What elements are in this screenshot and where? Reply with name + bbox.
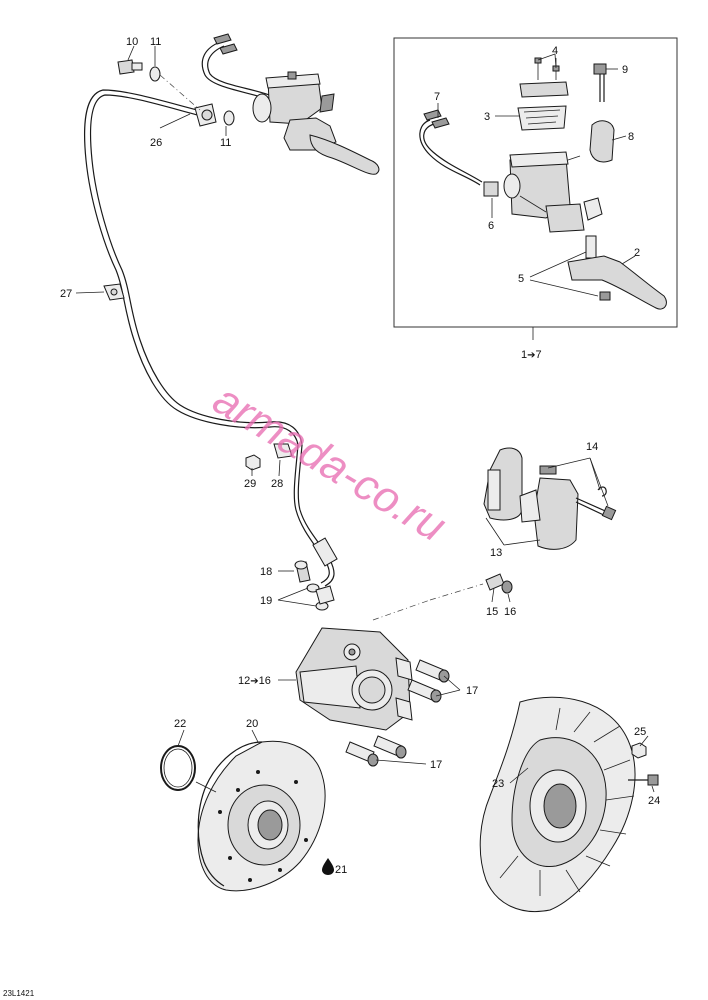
callout-26: 26	[150, 137, 162, 149]
callout-3: 3	[484, 111, 490, 123]
callout-19: 19	[260, 595, 272, 607]
callout-4: 4	[552, 45, 558, 57]
guard-nut	[631, 742, 647, 759]
callout-21: 21	[335, 864, 347, 876]
o-ring	[160, 745, 196, 791]
banjo-bolt	[117, 59, 143, 75]
callout-24: 24	[648, 795, 660, 807]
callout-11-bottom: 11	[220, 137, 231, 149]
callout-15: 15	[486, 606, 498, 618]
callout-17-lower: 17	[430, 759, 442, 771]
callout-17-upper: 17	[466, 685, 478, 697]
callout-16-bleeder: 16	[504, 606, 516, 618]
range-arrow-2: ➔	[250, 676, 258, 687]
caliper-banjo-bolt	[294, 560, 311, 583]
callout-12-to-16: 12➔16	[238, 675, 271, 687]
callout-9: 9	[622, 64, 628, 76]
callout-5: 5	[518, 273, 524, 285]
callout-29: 29	[244, 478, 256, 490]
callout-25: 25	[634, 726, 646, 738]
brake-caliper	[295, 627, 413, 731]
range-arrow: ➔	[527, 350, 535, 361]
master-cylinder-detail-frame	[393, 37, 678, 328]
callout-23: 23	[492, 778, 504, 790]
svg-text:12➔16: 12➔16	[238, 675, 271, 687]
callout-14: 14	[586, 441, 598, 453]
sealing-washer-bottom	[223, 110, 235, 126]
oil-drop-icon	[322, 858, 334, 875]
watermark: armada-co.ru	[205, 375, 455, 552]
callout-2: 2	[634, 247, 640, 259]
diagram-code: 23L1421	[3, 989, 35, 998]
leader-lines	[75, 45, 655, 793]
callout-22: 22	[174, 718, 186, 730]
bleeder-valve	[485, 573, 513, 594]
callout-21-with-drop: 21	[322, 858, 347, 876]
callout-8: 8	[628, 131, 634, 143]
svg-text:1➔7: 1➔7	[521, 349, 542, 361]
callout-10: 10	[126, 36, 138, 48]
callout-28: 28	[271, 478, 283, 490]
callout-7-range-end: 7	[536, 349, 542, 361]
brake-line	[84, 89, 338, 587]
callout-6: 6	[488, 220, 494, 232]
callout-13: 13	[490, 547, 502, 559]
callout-11-top: 11	[150, 36, 161, 48]
callout-12: 12	[238, 675, 250, 687]
callout-16-range-end: 16	[259, 675, 271, 687]
callout-1: 1	[521, 349, 527, 361]
sealing-washer-top	[149, 66, 161, 82]
callout-18: 18	[260, 566, 272, 578]
callout-20: 20	[246, 718, 258, 730]
detail-master-cylinder	[419, 57, 667, 310]
disc-guard	[479, 696, 636, 912]
hex-nut	[245, 454, 261, 471]
master-cylinder-assembly	[194, 33, 380, 175]
callout-1-to-7: 1➔7	[521, 349, 542, 361]
callout-7-detail: 7	[434, 91, 440, 103]
callout-labels: 10 11 11 26 27 29 28 4 9 7 3 8 6 2 5 1➔7…	[60, 36, 660, 876]
guard-bolt	[628, 774, 659, 786]
callout-27: 27	[60, 288, 72, 300]
brake-pads	[483, 447, 617, 550]
brake-disc	[197, 740, 326, 892]
line-clamp	[103, 283, 125, 301]
line-bracket	[273, 443, 293, 459]
